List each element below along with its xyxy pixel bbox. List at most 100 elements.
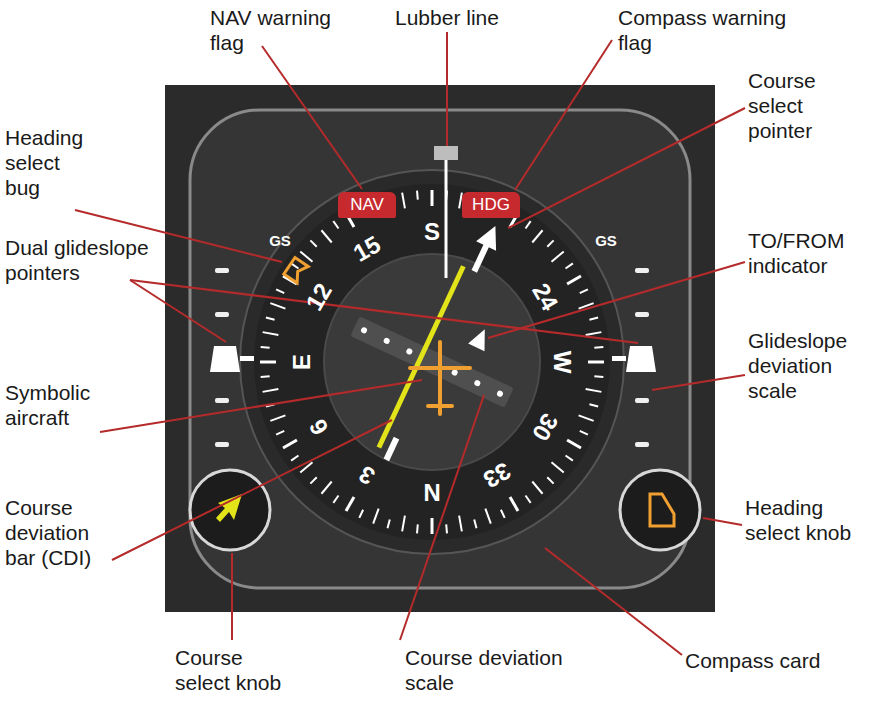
tick-mark [276,431,284,435]
glideslope-label: GS [269,232,291,249]
tick-mark [270,303,285,308]
tick-mark [525,496,530,503]
tick-mark [310,240,316,246]
knob-bug [650,494,674,526]
callout-label: Dual glideslope pointers [5,235,170,285]
tick-mark [525,221,530,228]
tick-mark [532,482,542,494]
tick-mark [589,317,598,319]
tick-mark [402,193,405,209]
tick-mark [552,462,564,472]
callout-label: Course select pointer [748,68,843,143]
leader-lines [75,32,745,655]
tick-mark [373,509,378,524]
tick-mark [416,191,419,200]
compass-card-label: E [290,354,314,370]
tick-mark [474,519,476,528]
tick-mark [445,524,448,533]
callout-label: Course deviation bar (CDI) [5,495,125,570]
tick-mark [387,519,389,528]
tick-mark [566,455,573,460]
tick-mark [270,415,285,420]
tick-mark [586,332,602,335]
callout-label: Heading select knob [745,495,880,545]
bezel [190,110,690,588]
tick-mark [310,477,316,483]
tick-mark [283,440,297,448]
compass-ticks [260,190,604,534]
tick-mark [333,496,338,503]
flag-text: HDG [462,195,520,215]
tick-mark [431,518,434,534]
dial-face [240,170,624,554]
symbolic-aircraft [410,342,470,414]
callout-label: Glideslope deviation scale [748,328,873,403]
tick-mark [501,510,505,518]
callout-label: TO/FROM indicator [748,228,868,278]
tick-mark [580,431,588,435]
lubber-line [445,160,448,278]
tick-mark [586,389,602,392]
tick-mark [510,497,518,511]
tick-mark [567,276,581,284]
compass-card-label: S [424,220,440,244]
compass-ring [254,184,610,540]
lubber-marker [434,146,458,160]
warning-flag: HDG [462,192,520,218]
tick-mark [263,332,279,335]
tick-mark [260,361,276,364]
tick-mark [594,346,603,349]
tick-mark [346,497,354,511]
tick-mark [321,230,331,242]
tick-mark [261,375,270,378]
tick-mark [579,415,594,420]
tick-mark [291,455,298,460]
tick-mark [567,440,581,448]
glideslope-scale [215,268,649,447]
tick-mark [588,361,604,364]
course-group [309,190,572,496]
callout-label: Lubber line [395,5,535,30]
callout-label: NAV warning flag [210,5,350,55]
callout-label: Heading select bug [5,125,100,200]
tick-mark [321,482,331,494]
callout-label: Course deviation scale [405,645,575,695]
course-pointer [474,244,487,271]
glideslope-label: GS [595,232,617,249]
tick-mark [594,375,603,378]
tick-mark [416,524,419,533]
tick-mark [532,230,542,242]
heading-bug [284,258,308,284]
heading-select-knob [620,470,700,550]
course-select-knob [190,470,270,550]
tick-mark [589,404,598,406]
knob-arrow [216,494,242,522]
tick-mark [547,240,553,246]
tick-mark [333,221,338,228]
tick-mark [580,289,588,293]
tick-mark [276,289,284,293]
tick-mark [547,477,553,483]
callout-label: Compass warning flag [618,5,800,55]
tick-mark [402,516,405,532]
tick-mark [566,263,573,268]
tick-mark [263,389,279,392]
callout-label: Course select knob [175,645,287,695]
warning-flag: NAV [338,192,396,218]
tick-mark [431,190,434,206]
flag-text: NAV [338,195,396,215]
tick-mark [266,317,275,319]
course-pointer-head [476,221,505,250]
callout-label: Compass card [685,648,845,673]
tick-mark [261,346,270,349]
course-pointer-tail [386,438,396,460]
tick-mark [359,510,363,518]
tick-mark [300,251,312,261]
compass-card-label: N [423,480,440,504]
compass-card-label: W [550,351,574,374]
tick-mark [552,251,564,261]
tick-mark [459,516,462,532]
callout-label: Symbolic aircraft [5,380,105,430]
tick-mark [485,509,490,524]
